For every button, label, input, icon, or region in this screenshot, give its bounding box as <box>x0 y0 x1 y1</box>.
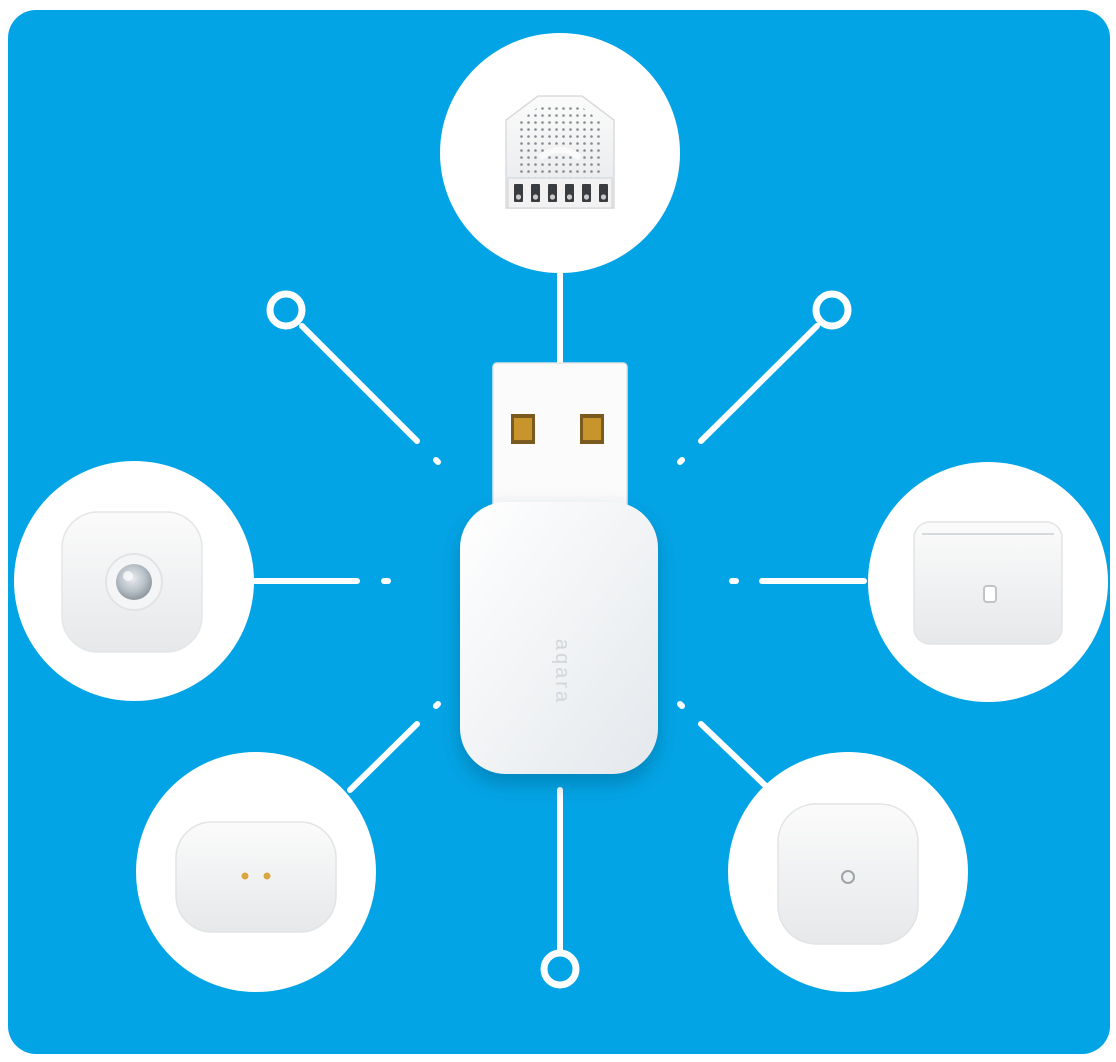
line-top-right <box>698 323 820 444</box>
line-top-left <box>299 323 420 444</box>
connection-lines <box>251 269 867 955</box>
wireless-button-icon <box>728 752 968 992</box>
door-window-sensor-icon <box>868 462 1108 702</box>
line-bottom-left-dot <box>433 701 441 709</box>
water-leak-sensor-icon <box>136 752 376 992</box>
motion-sensor-icon <box>14 461 254 701</box>
usb-zigbee-dongle-icon: aqara <box>460 362 658 774</box>
line-top-right-dot <box>677 457 685 465</box>
line-bottom-right-dot <box>677 701 685 709</box>
line-bottom-left <box>347 721 420 793</box>
line-bottom-right <box>698 721 773 793</box>
connection-node-icon <box>540 949 580 989</box>
relay-module-icon <box>440 33 680 273</box>
dongle-brand-text: aqara <box>551 639 573 705</box>
line-top-left-dot <box>433 457 441 465</box>
connection-node-icon <box>266 290 306 330</box>
connection-node-icon <box>812 290 852 330</box>
